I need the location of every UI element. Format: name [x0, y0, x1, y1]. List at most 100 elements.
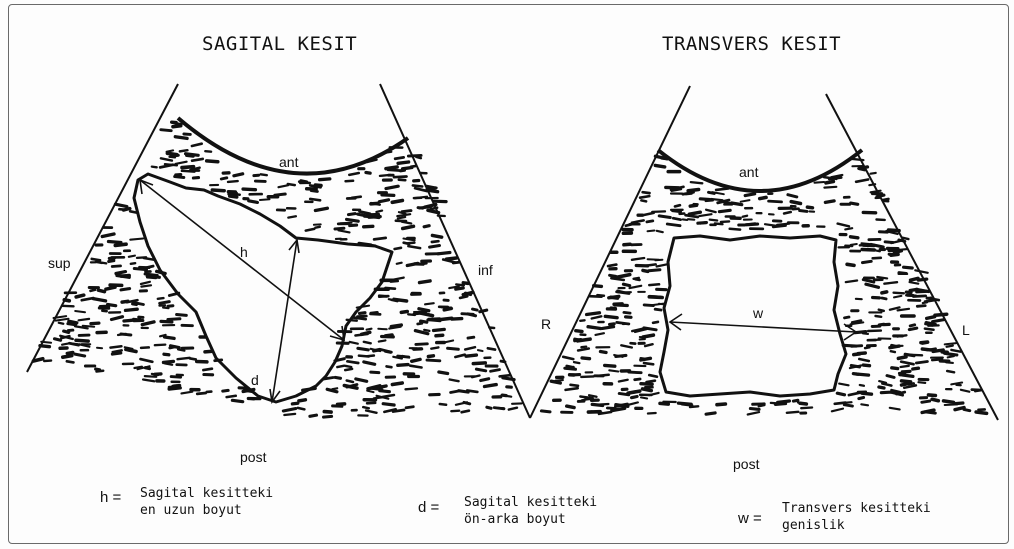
tissue-speckle	[411, 166, 415, 167]
tissue-speckle	[109, 261, 114, 262]
tissue-speckle	[141, 359, 153, 362]
tissue-speckle	[379, 200, 388, 202]
tissue-speckle	[691, 182, 703, 183]
tissue-speckle	[883, 199, 889, 200]
tissue-speckle	[678, 403, 691, 404]
tissue-speckle	[299, 182, 309, 183]
tissue-speckle	[655, 165, 664, 167]
tissue-speckle	[320, 179, 330, 180]
tissue-speckle	[798, 402, 805, 404]
tissue-speckle	[901, 366, 909, 367]
tissue-speckle	[420, 281, 431, 283]
legend-w-line1: Transvers kesitteki	[782, 500, 931, 517]
tissue-speckle	[776, 404, 786, 405]
tissue-speckle	[171, 377, 180, 378]
tissue-speckle	[846, 281, 857, 283]
tissue-speckle	[645, 344, 653, 346]
tissue-speckle	[67, 361, 74, 362]
tissue-speckle	[67, 352, 73, 353]
legend-h-text: Sagital kesitteki en uzun boyut	[140, 485, 273, 519]
tissue-speckle	[932, 359, 942, 360]
tissue-speckle	[432, 235, 441, 237]
legend-d-text: Sagital kesitteki ön-arka boyut	[464, 494, 597, 528]
tissue-speckle	[413, 185, 422, 186]
sagittal-sector	[27, 84, 530, 418]
transverse-post-label: post	[733, 456, 759, 472]
tissue-speckle	[155, 345, 166, 346]
tissue-speckle	[760, 197, 766, 198]
tissue-speckle	[428, 190, 437, 191]
tissue-speckle	[882, 384, 891, 386]
tissue-speckle	[395, 248, 401, 249]
tissue-speckle	[581, 376, 593, 377]
tissue-speckle	[387, 366, 392, 367]
tissue-speckle	[315, 208, 327, 210]
tissue-speckle	[683, 219, 687, 220]
tissue-speckle	[378, 329, 386, 330]
tissue-speckle	[406, 388, 418, 389]
tissue-speckle	[363, 407, 369, 408]
tissue-speckle	[649, 270, 660, 271]
legend-w-symbol: w =	[738, 510, 762, 527]
tissue-speckle	[711, 199, 723, 200]
tissue-speckle	[641, 397, 647, 398]
tissue-speckle	[647, 221, 653, 222]
tissue-speckle	[147, 266, 153, 267]
tissue-speckle	[858, 353, 865, 354]
tissue-speckle	[648, 413, 656, 414]
transverse-sector-left-edge	[530, 86, 690, 418]
transverse-section-title: TRANSVERS KESIT	[662, 33, 841, 55]
legend-d-line1: Sagital kesitteki	[464, 494, 597, 511]
tissue-speckle	[468, 337, 474, 338]
tissue-speckle	[861, 404, 868, 405]
tissue-speckle	[310, 199, 320, 200]
tissue-speckle	[574, 362, 579, 363]
tissue-speckle	[801, 408, 812, 409]
tissue-speckle	[380, 386, 386, 387]
sagittal-post-label: post	[240, 449, 266, 465]
tissue-speckle	[927, 349, 936, 351]
tissue-speckle	[358, 316, 367, 317]
tissue-speckle	[374, 238, 386, 240]
tissue-speckle	[476, 369, 485, 371]
tissue-speckle	[175, 137, 187, 139]
tissue-speckle	[122, 301, 128, 302]
transverse-sector-right-edge	[826, 94, 998, 420]
tissue-speckle	[393, 410, 404, 412]
tissue-speckle	[376, 211, 382, 212]
tissue-speckle	[306, 229, 314, 231]
tissue-speckle	[288, 216, 296, 217]
tissue-speckle	[594, 286, 602, 287]
tissue-speckle	[894, 296, 901, 298]
tissue-speckle	[367, 403, 375, 404]
tissue-speckle	[371, 203, 378, 204]
tissue-speckle	[456, 284, 464, 285]
tissue-speckle	[463, 292, 473, 294]
tissue-speckle	[249, 201, 258, 203]
tissue-speckle	[371, 314, 381, 315]
sagittal-lesion-outline	[134, 174, 392, 402]
tissue-speckle	[391, 281, 398, 282]
tissue-speckle	[130, 239, 143, 240]
tissue-speckle	[118, 334, 126, 335]
tissue-speckle	[800, 211, 807, 212]
tissue-speckle	[167, 150, 174, 151]
tissue-speckle	[838, 224, 849, 227]
tissue-speckle	[915, 270, 927, 273]
tissue-speckle	[578, 349, 589, 351]
tissue-speckle	[918, 279, 926, 280]
tissue-speckle	[279, 185, 289, 187]
tissue-speckle	[964, 409, 970, 410]
tissue-speckle	[600, 352, 606, 353]
tissue-speckle	[425, 303, 434, 304]
tissue-speckle	[68, 324, 76, 325]
tissue-speckle	[698, 223, 706, 224]
tissue-speckle	[649, 297, 662, 298]
tissue-speckle	[386, 351, 391, 352]
tissue-speckle	[112, 317, 123, 320]
tissue-speckle	[465, 347, 475, 349]
tissue-speckle	[859, 169, 865, 170]
tissue-speckle	[164, 361, 174, 362]
l-label: L	[962, 322, 970, 338]
tissue-speckle	[126, 349, 136, 351]
